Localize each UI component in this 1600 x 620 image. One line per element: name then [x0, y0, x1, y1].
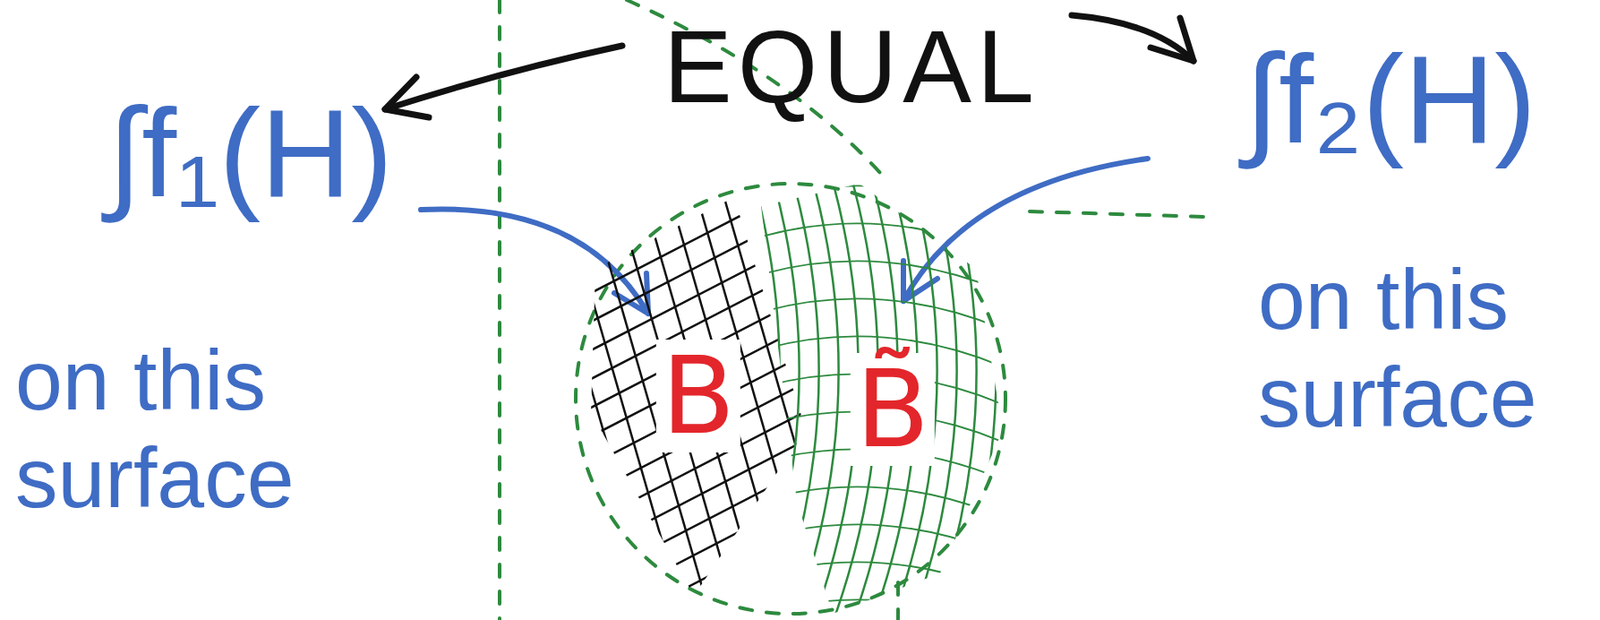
grid-surface: B [581, 188, 815, 600]
curve-line [1009, 174, 1012, 618]
curve-line [752, 222, 1012, 262]
curve-line [753, 174, 800, 618]
curve-line [990, 174, 1012, 618]
grid-line [581, 188, 663, 600]
grid-line [581, 188, 815, 350]
arrow-shaft [385, 45, 623, 110]
leader-arrow [420, 208, 649, 314]
arrow-head [1150, 17, 1194, 61]
curve-line [752, 174, 761, 618]
grid-line [581, 188, 815, 235]
dashed-axis [896, 581, 900, 620]
curve-line [950, 174, 997, 618]
curve-line [752, 298, 1012, 337]
grid-line [581, 464, 815, 600]
surface-letter: B̃ [850, 352, 935, 466]
grid-line [608, 188, 744, 600]
curve-line [752, 598, 1012, 618]
curve-line [752, 523, 1012, 563]
curve-line [752, 260, 1012, 300]
surface-note: on this surface [1257, 250, 1590, 447]
integral-formula: ∫f₂(H) [1244, 26, 1537, 172]
grid-line [635, 188, 771, 600]
curve-line [752, 486, 1012, 525]
leader-arrow [903, 158, 1148, 301]
curve-line [773, 174, 820, 618]
grid-line [581, 188, 815, 264]
curve-lines [752, 174, 1012, 618]
arrow-shaft [1071, 15, 1194, 61]
curve-line [752, 174, 780, 618]
curve-line [752, 561, 1012, 600]
curved-surface: B̃ [752, 174, 1012, 618]
grid-line [770, 188, 815, 600]
grid-line [581, 493, 815, 600]
dashed-axis [497, 0, 502, 620]
surface-letter: B [656, 339, 741, 453]
grid-line [743, 188, 815, 600]
dashed-curve [1029, 211, 1205, 217]
curve-line [931, 174, 977, 618]
grid-line [581, 292, 815, 464]
equal-heading: EQUAL [663, 7, 1040, 126]
grid-lines [581, 188, 815, 600]
curve-line [793, 174, 839, 618]
grid-line [581, 188, 636, 600]
surface-note: on this surface [15, 331, 392, 528]
curve-line [752, 185, 1012, 224]
grid-line [581, 188, 609, 600]
grid-line [581, 579, 815, 600]
grid-line [581, 521, 815, 600]
curve-line [970, 174, 1012, 618]
integral-formula: ∫f₁(H) [107, 80, 394, 225]
